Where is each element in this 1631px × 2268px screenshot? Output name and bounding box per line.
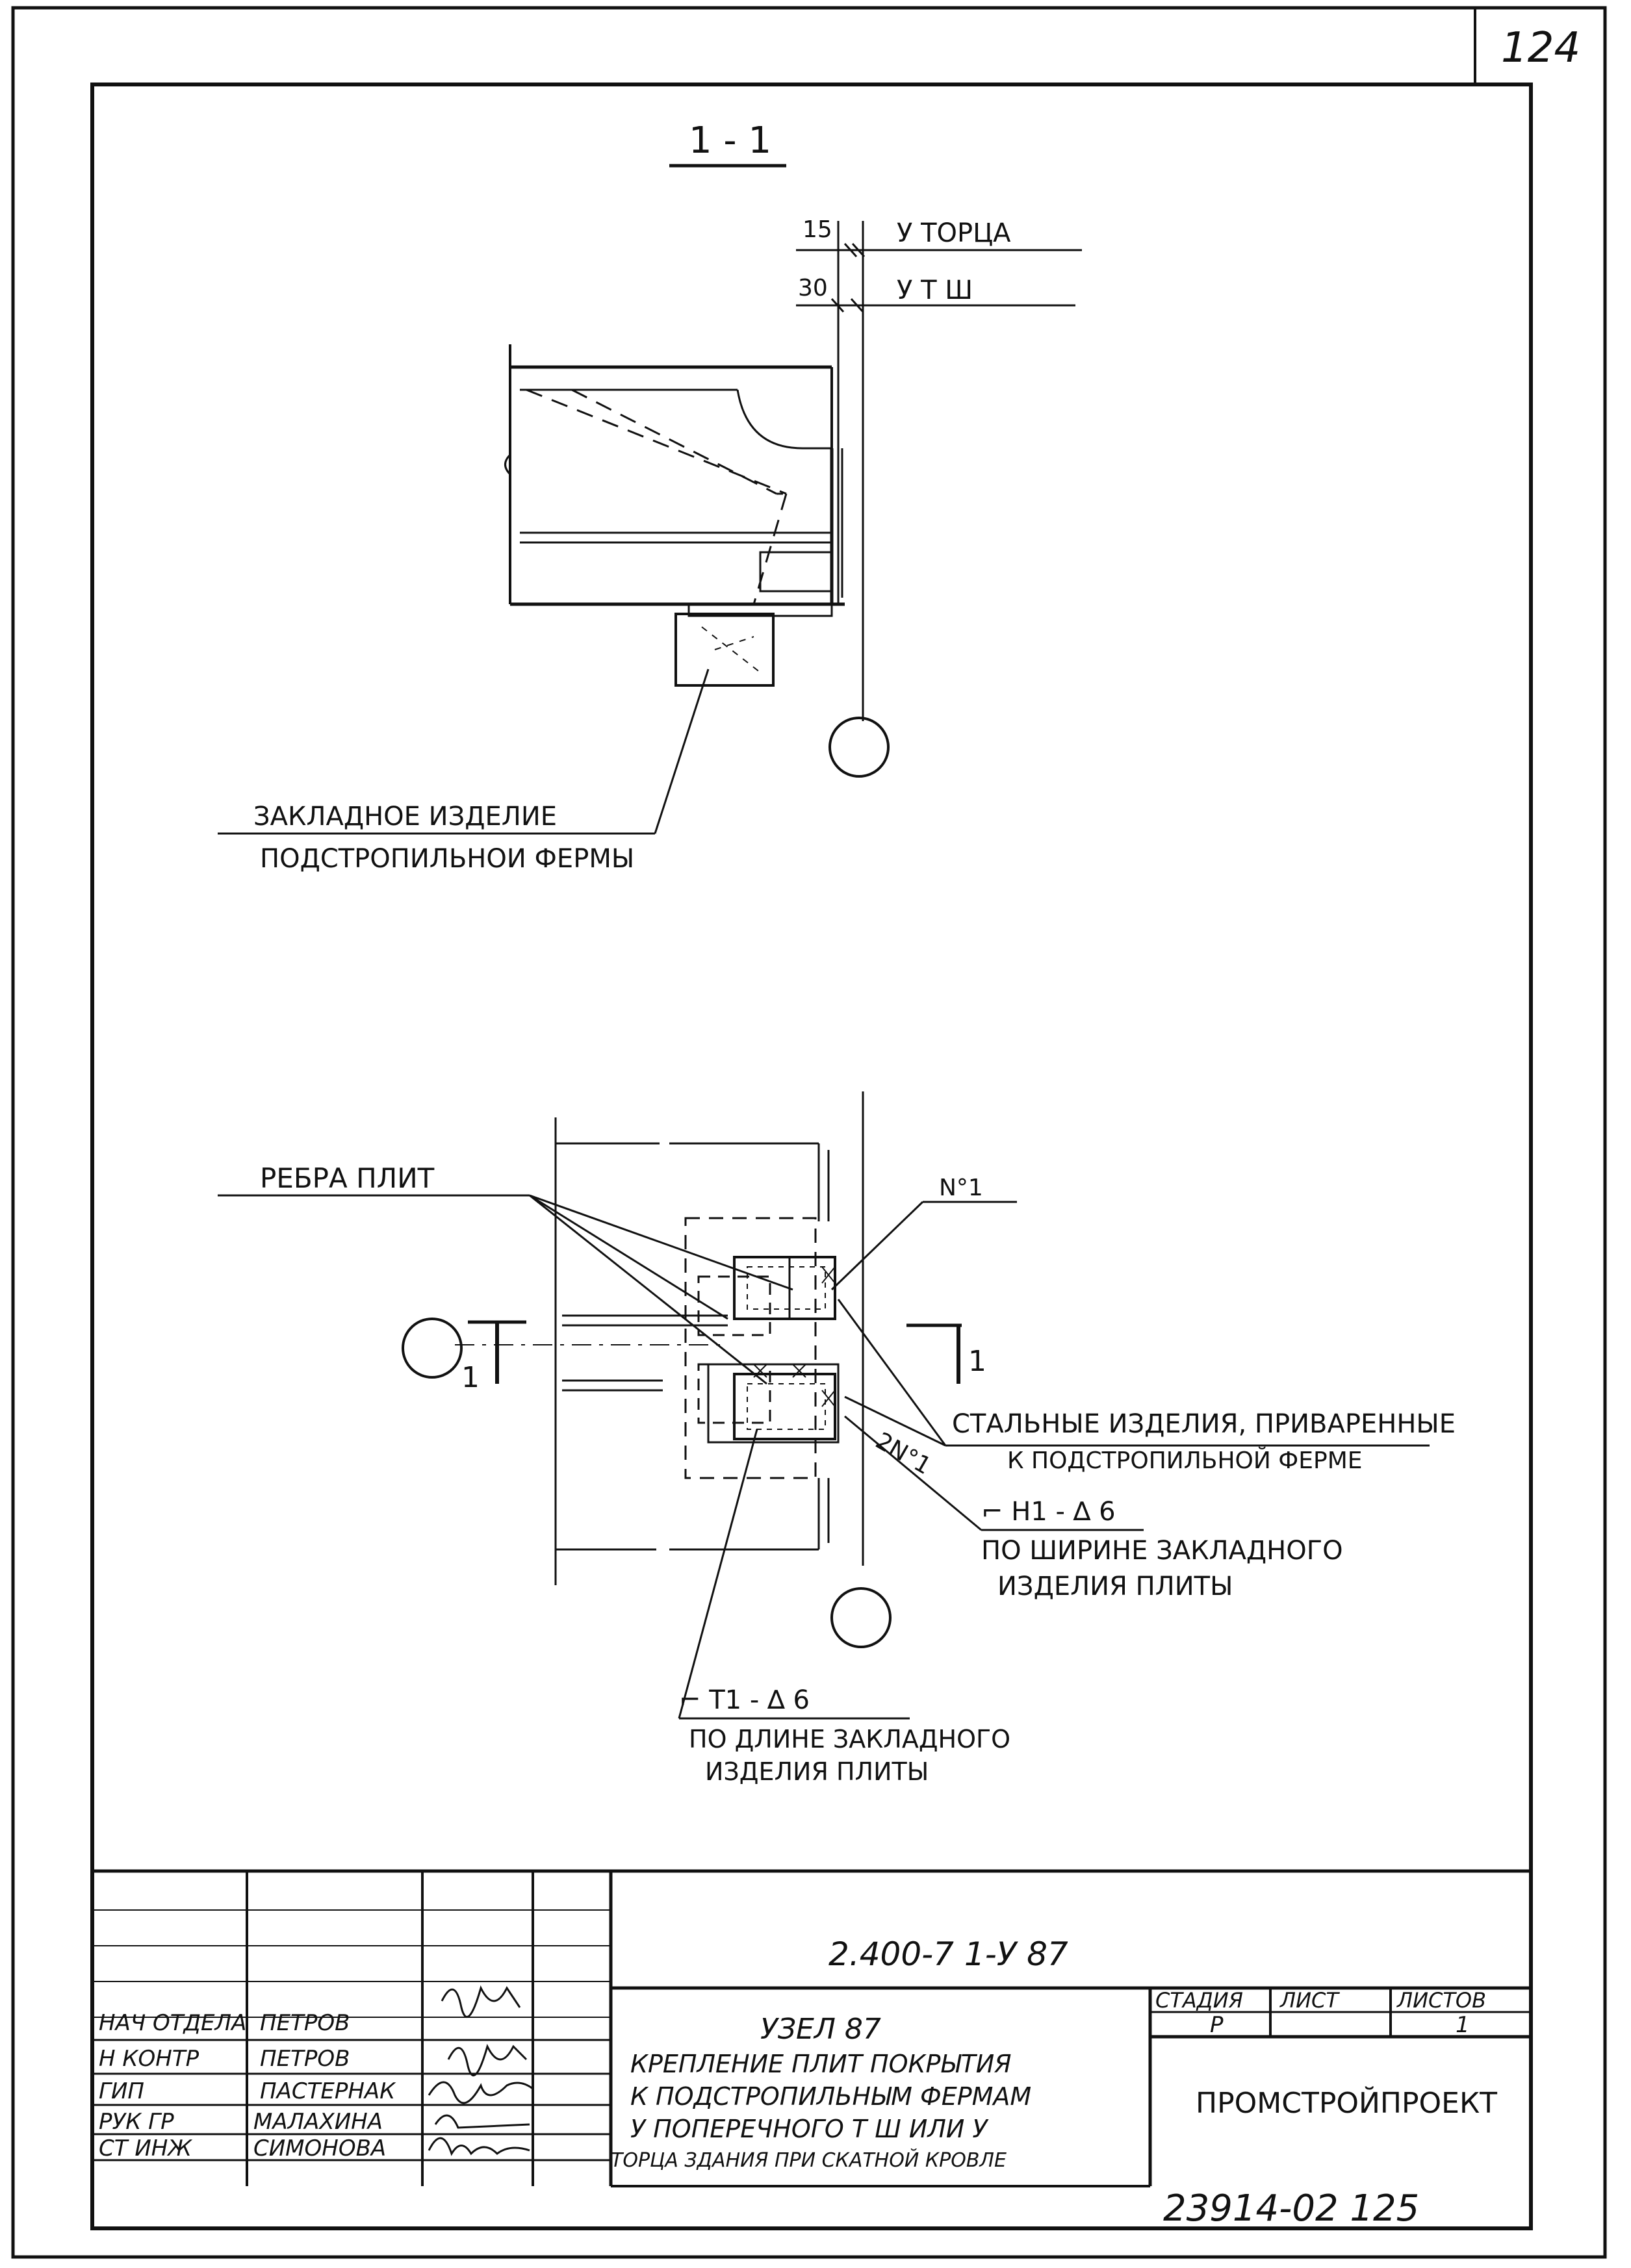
section-1-1: 1 - 1 15 У ТОРЦА 30 У Т Ш — [218, 120, 1082, 874]
weld-t1-line2: ПО ДЛИНЕ ЗАКЛАДНОГО — [689, 1725, 1010, 1753]
title-line-4: ТОРЦА ЗДАНИЯ ПРИ СКАТНОЙ КРОВЛЕ — [611, 2148, 1007, 2172]
outer-frame — [11, 6, 1607, 2259]
title-line-2: К ПОДСТРОПИЛЬНЫМ ФЕРМАМ — [630, 2082, 1031, 2111]
dim-30: 30 — [798, 275, 828, 301]
sig-name-1: ПЕТРОВ — [260, 2046, 350, 2072]
stage-header: СТАДИЯ — [1155, 1988, 1243, 2013]
sig-name-4: СИМОНОВА — [253, 2135, 386, 2161]
cut-left-label: 1 — [461, 1361, 480, 1394]
steel-label-1: СТАЛЬНЫЕ ИЗДЕЛИЯ, ПРИВАРЕННЫЕ — [952, 1409, 1456, 1439]
sig-role-1: Н КОНТР — [99, 2046, 199, 2072]
steel-label-2: К ПОДСТРОПИЛЬНОЙ ФЕРМЕ — [1007, 1447, 1363, 1474]
axis-marker-plan — [830, 1587, 892, 1648]
note-joint: У Т Ш — [897, 275, 973, 305]
sig-name-0: ПЕТРОВ — [260, 2010, 350, 2036]
signature-mark — [441, 1985, 521, 2018]
title-block: НАЧ ОТДЕЛА ПЕТРОВ Н КОНТР ПЕТРОВ ГИП ПАС… — [92, 1869, 1531, 2230]
weld-h1-line2: ПО ШИРИНЕ ЗАКЛАДНОГО — [981, 1536, 1343, 1566]
signature-mark — [428, 2137, 530, 2156]
section-label: 1 - 1 — [689, 120, 771, 162]
signature-mark — [434, 2114, 530, 2129]
weld-h1-line3: ИЗДЕЛИЯ ПЛИТЫ — [997, 1572, 1233, 1601]
plan-detail: 1 1 РЕБРА ПЛИТ N°1 2N°1 СТАЛЬНЫЕ ИЗДЕЛИЯ… — [218, 1091, 1456, 1786]
part-n1: N°1 — [939, 1175, 983, 1201]
note-end: У ТОРЦА — [897, 218, 1011, 248]
ribs-label: РЕБРА ПЛИТ — [260, 1162, 435, 1194]
signature-mark — [428, 2081, 533, 2104]
sig-role-3: РУК ГР — [99, 2109, 174, 2135]
sheet-number: 124 — [1501, 24, 1580, 72]
sig-role-0: НАЧ ОТДЕЛА — [99, 2010, 246, 2036]
stage-value: Р — [1210, 2012, 1224, 2038]
archive-number: 23914-02 125 — [1163, 2187, 1419, 2230]
cut-circle — [402, 1318, 463, 1379]
sig-role-2: ГИП — [99, 2078, 144, 2104]
inner-frame — [90, 83, 1533, 2230]
sheets-header: ЛИСТОВ — [1396, 1988, 1486, 2013]
sig-name-2: ПАСТЕРНАК — [260, 2078, 396, 2104]
title-line-3: У ПОПЕРЕЧНОГО Т Ш ИЛИ У — [630, 2115, 989, 2143]
organization: ПРОМСТРОЙПРОЕКТ — [1196, 2085, 1497, 2120]
callout-embed-1: ЗАКЛАДНОЕ ИЗДЕЛИЕ — [253, 802, 557, 832]
doc-code: 2.400-7 1-У 87 — [828, 1935, 1068, 1973]
callout-embed-2: ПОДСТРОПИЛЬНОИ ФЕРМЫ — [260, 844, 634, 874]
sig-role-4: СТ ИНЖ — [99, 2135, 192, 2161]
grid-axis-marker — [828, 717, 890, 778]
cut-right-label: 1 — [968, 1345, 986, 1378]
weld-t1-line3: ИЗДЕЛИЯ ПЛИТЫ — [705, 1757, 929, 1786]
weld-t1: ⌐ Т1 - ∆ 6 — [679, 1685, 810, 1715]
weld-t1-text: Т1 - ∆ 6 — [708, 1685, 810, 1715]
title-main: УЗЕЛ 87 — [760, 2013, 881, 2046]
dim-15: 15 — [803, 216, 832, 243]
sig-name-3: МАЛАХИНА — [253, 2109, 383, 2135]
weld-h1-text: Н1 - ∆ 6 — [1011, 1497, 1115, 1527]
sheet-header: ЛИСТ — [1279, 1988, 1340, 2013]
weld-h1: ⌐ Н1 - ∆ 6 — [981, 1497, 1116, 1527]
signature-mark — [447, 2043, 528, 2076]
title-line-1: КРЕПЛЕНИЕ ПЛИТ ПОКРЫТИЯ — [630, 2050, 1012, 2078]
sheets-value: 1 — [1456, 2012, 1470, 2038]
